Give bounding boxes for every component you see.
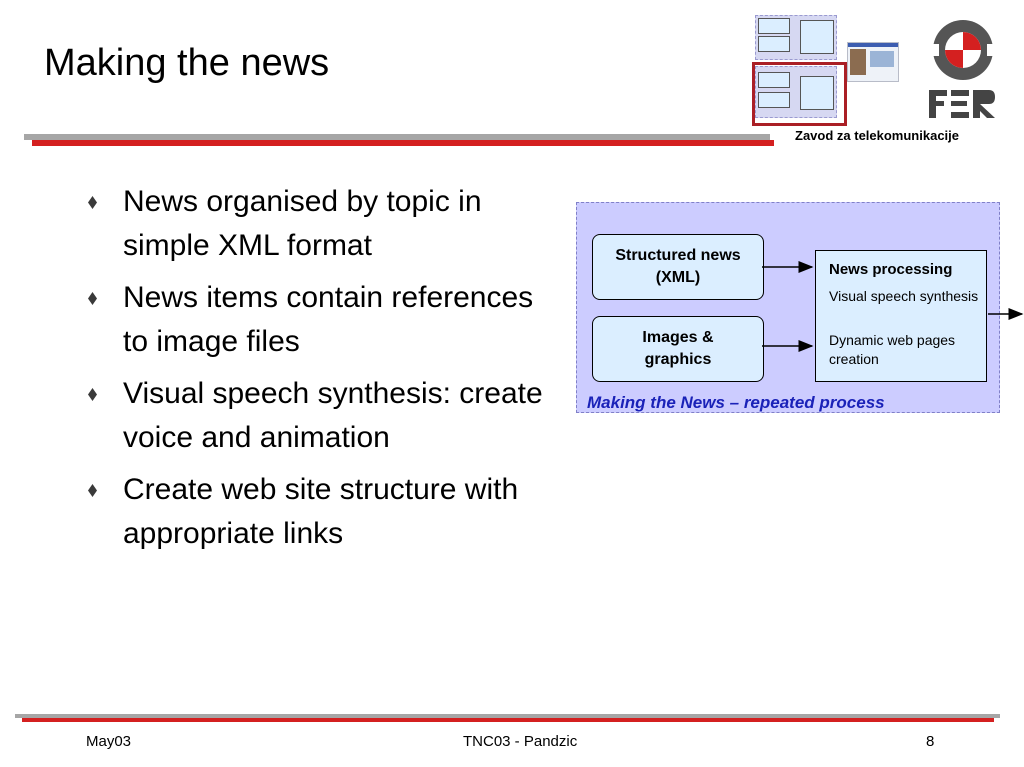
bullet-item: Create web site structure with appropria… <box>88 468 558 556</box>
structured-news-box: Structured news (XML) <box>592 234 764 300</box>
slide-title: Making the news <box>44 42 330 84</box>
processing-item: Visual speech synthesis <box>829 288 979 304</box>
images-graphics-box: Images & graphics <box>592 316 764 382</box>
bullet-item: News organised by topic in simple XML fo… <box>88 180 558 268</box>
diamond-bullet-icon <box>88 292 97 305</box>
diagram-caption: Making the News – repeated process <box>587 393 885 412</box>
processing-item: Dynamic web pages creation <box>829 332 956 367</box>
header-rule-gray <box>24 134 770 140</box>
footer-rule-gray <box>15 714 1000 718</box>
bullet-item: News items contain references to image f… <box>88 276 558 364</box>
page-number: 8 <box>926 733 935 750</box>
thumbnail-selection <box>752 62 847 126</box>
diamond-bullet-icon <box>88 196 97 209</box>
bullet-list: News organised by topic in simple XML fo… <box>88 180 558 564</box>
slide-thumbnail <box>752 15 847 126</box>
diamond-bullet-icon <box>88 388 97 401</box>
footer-rule-red <box>22 718 994 722</box>
bullet-item: Visual speech synthesis: create voice an… <box>88 372 558 460</box>
news-processing-box: News processing Visual speech synthesis … <box>815 250 987 382</box>
news-processing-title: News processing <box>829 261 953 278</box>
footer-date: May03 <box>86 733 132 750</box>
footer-title: TNC03 - Pandzic <box>463 733 578 750</box>
fer-logo <box>929 20 997 118</box>
web-page-thumbnail <box>847 42 899 82</box>
department-label: Zavod za telekomunikacije <box>795 128 960 143</box>
diagram-arrows <box>762 261 1024 352</box>
diamond-bullet-icon <box>88 484 97 497</box>
header-rule-red <box>32 140 774 146</box>
process-diagram: Structured news (XML) Images & graphics … <box>576 202 1000 413</box>
